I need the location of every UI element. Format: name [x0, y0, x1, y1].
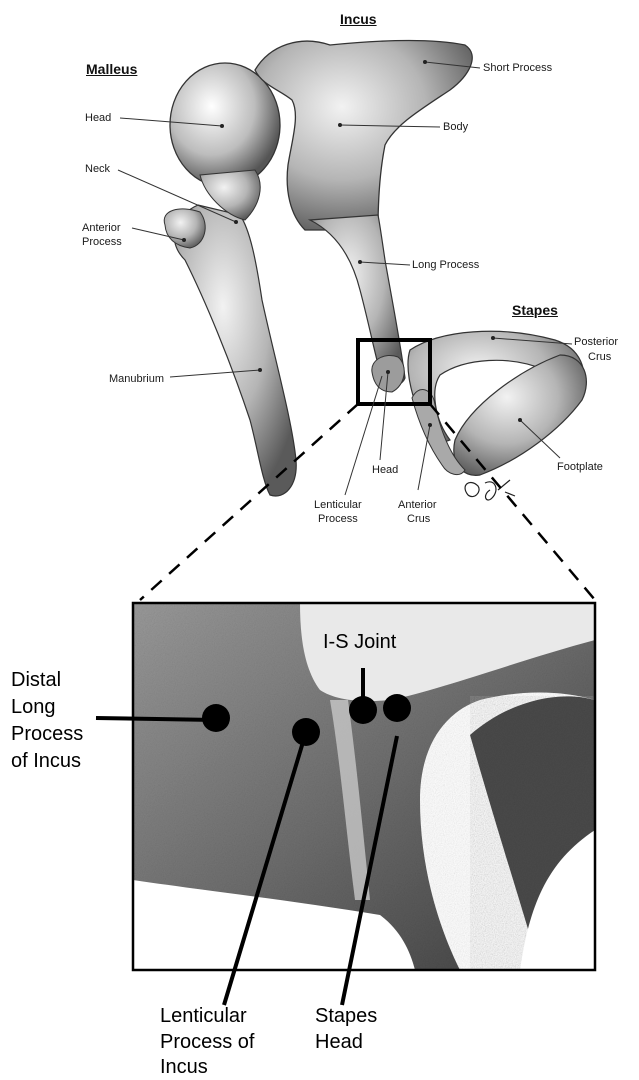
- dot-is-joint: [349, 696, 377, 724]
- label-anterior-process-line1: Anterior: [82, 222, 121, 235]
- label-head-malleus: Head: [85, 112, 111, 125]
- label-body: Body: [443, 121, 468, 134]
- label-long-process: Long Process: [412, 259, 479, 272]
- inset-label-distal-line2: Long: [11, 695, 56, 719]
- label-neck: Neck: [85, 163, 110, 176]
- dot-distal-long-process: [202, 704, 230, 732]
- label-anterior-crus-line2: Crus: [407, 513, 430, 526]
- inset-label-distal-line1: Distal: [11, 668, 61, 692]
- dot-lenticular-process: [292, 718, 320, 746]
- heading-stapes: Stapes: [512, 302, 558, 318]
- label-short-process: Short Process: [483, 62, 552, 75]
- inset-label-is-joint: I-S Joint: [323, 630, 396, 654]
- label-posterior-crus-line2: Crus: [588, 351, 611, 364]
- inset-label-stapes-head-line1: Stapes: [315, 1004, 377, 1028]
- stapes-bone: [408, 331, 586, 475]
- inset-label-stapes-head-line2: Head: [315, 1030, 363, 1054]
- label-lenticular-process-line1: Lenticular: [314, 499, 362, 512]
- heading-malleus: Malleus: [86, 61, 137, 77]
- label-anterior-crus-line1: Anterior: [398, 499, 437, 512]
- inset-label-lenticular-line3: Incus: [160, 1055, 208, 1079]
- inset-label-distal-line3: Process: [11, 722, 83, 746]
- label-posterior-crus-line1: Posterior: [574, 336, 618, 349]
- inset-panel: [133, 603, 595, 970]
- label-manubrium: Manubrium: [109, 373, 164, 386]
- label-footplate: Footplate: [557, 461, 603, 474]
- label-head-stapes: Head: [372, 464, 398, 477]
- inset-label-lenticular-line2: Process of: [160, 1030, 254, 1054]
- label-anterior-process-line2: Process: [82, 236, 122, 249]
- malleus-bone: [164, 63, 296, 496]
- dot-stapes-head: [383, 694, 411, 722]
- inset-label-lenticular-line1: Lenticular: [160, 1004, 247, 1028]
- label-lenticular-process-line2: Process: [318, 513, 358, 526]
- inset-label-distal-line4: of Incus: [11, 749, 81, 773]
- heading-incus: Incus: [340, 11, 377, 27]
